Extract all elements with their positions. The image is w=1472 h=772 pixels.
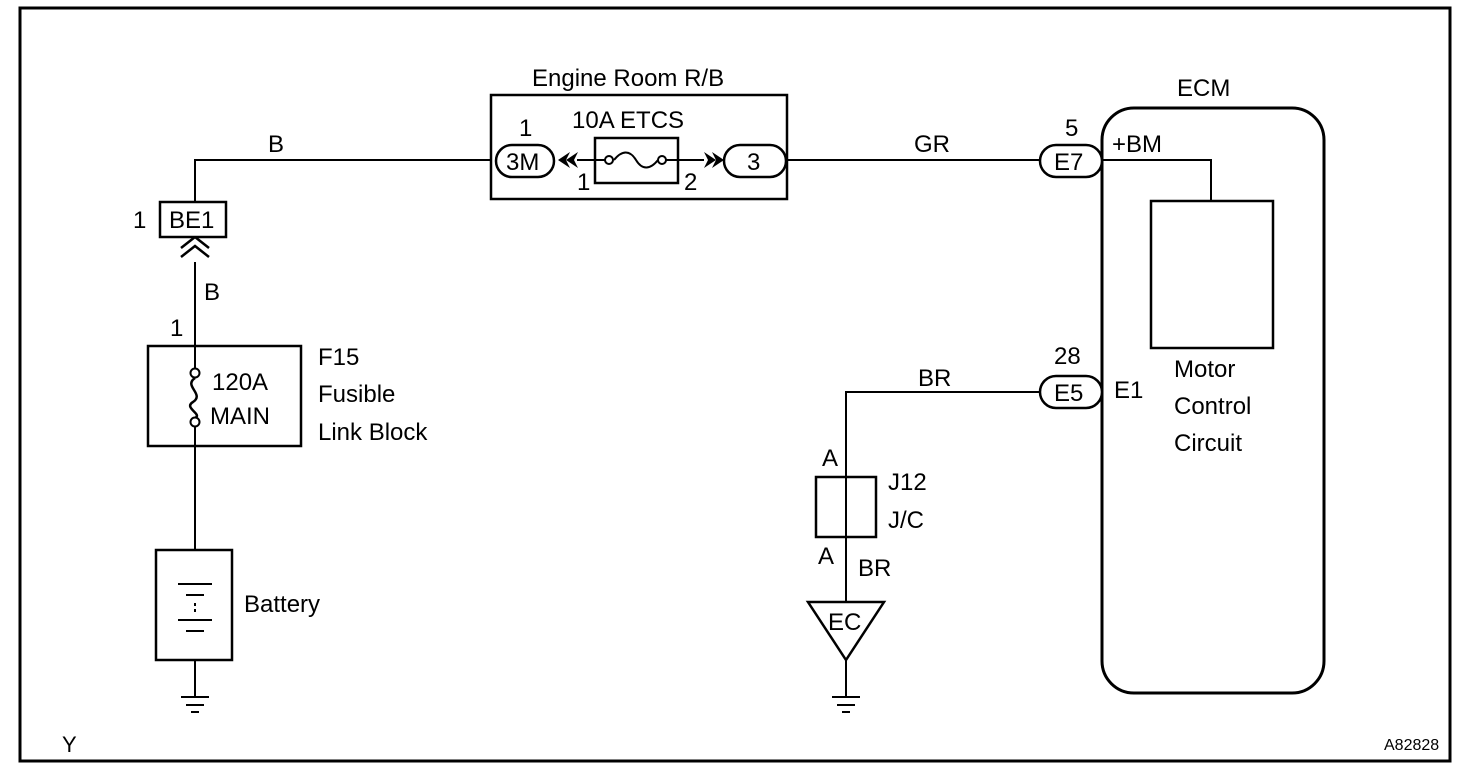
fusible-link-pin: 1 <box>170 315 183 342</box>
connector-be1-code: BE1 <box>169 207 214 234</box>
ecm-terminal-bm: +BM <box>1112 131 1162 158</box>
junction-pin-top: A <box>822 445 838 472</box>
ecm-e7-pin: 5 <box>1065 115 1078 142</box>
ecm-terminal-e7-label: E7 <box>1054 149 1083 176</box>
ecm-title: ECM <box>1177 75 1230 102</box>
wire-label-b-upper: B <box>268 131 284 158</box>
diagram-id-code: A82828 <box>1384 737 1439 754</box>
fusible-link-rating: 120A <box>212 369 268 396</box>
relay-block-left-connector-label: 3M <box>506 149 539 176</box>
relay-block-title: Engine Room R/B <box>532 65 724 92</box>
corner-mark: Y <box>62 732 77 757</box>
relay-block-fuse-label: 10A ETCS <box>572 107 684 134</box>
ecm-unit: ECM 5 E7 +BM Motor Control Circuit 28 E5… <box>1038 75 1326 695</box>
fusible-link-fuse-name: MAIN <box>210 403 270 430</box>
wire-label-br-top: BR <box>918 365 951 392</box>
connector-be1: BE1 1 <box>133 200 228 258</box>
battery-label: Battery <box>244 591 320 618</box>
junction-j12: A J12 J/C A BR <box>814 445 927 602</box>
fusible-link-block: 120A MAIN F15 Fusible Link Block 1 <box>146 262 428 448</box>
ecm-terminal-e1: E1 <box>1114 377 1143 404</box>
connector-be1-pin: 1 <box>133 207 146 234</box>
relay-block-left-connector-pin: 1 <box>519 115 532 142</box>
fusible-link-name-line2: Link Block <box>318 419 428 446</box>
fusible-link-icon <box>188 376 199 420</box>
engine-room-relay-block: Engine Room R/B 10A ETCS 1 3M 1 2 3 <box>489 65 789 201</box>
fuse-pin-right: 2 <box>684 169 697 196</box>
wire-label-b-lower: B <box>204 279 220 306</box>
motor-control-line2: Control <box>1174 393 1251 420</box>
battery-ground-icon <box>181 696 209 713</box>
wire-label-gr: GR <box>914 131 950 158</box>
ground-ec: EC <box>805 600 887 713</box>
ecm-e5-pin: 28 <box>1054 343 1081 370</box>
relay-block-left-connector <box>494 143 556 179</box>
ground-ec-label: EC <box>828 609 861 636</box>
relay-block-right-connector-label: 3 <box>747 149 760 176</box>
motor-control-line1: Motor <box>1174 356 1235 383</box>
ec-ground-icon <box>832 696 860 713</box>
wire-label-br-bottom: BR <box>858 555 891 582</box>
ecm-terminal-e5-label: E5 <box>1054 380 1083 407</box>
fuse-pin-left: 1 <box>577 169 590 196</box>
fuse-icon <box>613 151 659 169</box>
fusible-link-name-line1: Fusible <box>318 381 395 408</box>
junction-code: J12 <box>888 469 927 496</box>
motor-control-block <box>1149 199 1275 350</box>
battery-group: Battery <box>154 448 320 713</box>
diagram-frame <box>18 6 1452 763</box>
junction-pin-bottom: A <box>818 543 834 570</box>
motor-control-line3: Circuit <box>1174 430 1242 457</box>
junction-type: J/C <box>888 507 924 534</box>
fusible-link-code: F15 <box>318 344 359 371</box>
